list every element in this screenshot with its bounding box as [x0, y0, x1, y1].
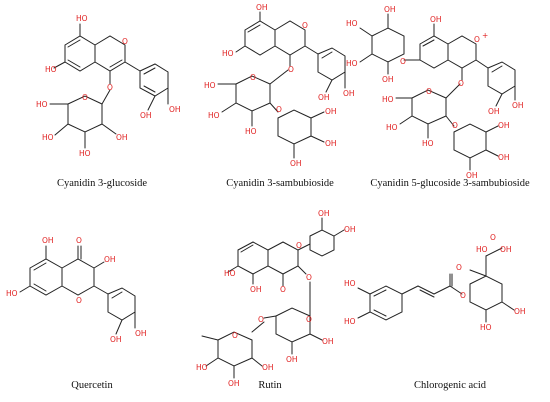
oxygen-label: OH — [498, 153, 510, 162]
oxygen-label: HO — [224, 269, 236, 278]
caption-chlorogenic-acid: Chlorogenic acid — [413, 380, 487, 391]
caption-cyanidin-3-glucoside: Cyanidin 3-glucoside — [56, 178, 148, 189]
oxygen-label: OH — [382, 75, 394, 84]
oxygen-label: O — [82, 93, 88, 102]
oxygen-label: HO — [346, 19, 358, 28]
oxygen-label: OH — [290, 159, 302, 168]
structure-quercetin: OH O OH O HO OH OH — [6, 236, 147, 344]
oxygen-label: HO — [208, 111, 220, 120]
oxygen-label: OH — [384, 5, 396, 14]
oxygen-label: OH — [344, 225, 356, 234]
oxygen-label: OH — [430, 15, 442, 24]
oxygen-label: O — [490, 233, 496, 242]
oxygen-label: HO — [76, 14, 88, 23]
oxygen-label: HO — [79, 149, 91, 158]
oxygen-label: OH — [343, 89, 355, 98]
oxygen-label: O — [107, 83, 113, 92]
oxygen-label: HO — [476, 245, 488, 254]
oxygen-label: HO — [6, 289, 18, 298]
charge-label: + — [482, 31, 488, 40]
oxygen-label: O — [76, 236, 82, 245]
oxygen-label: O — [288, 65, 294, 74]
oxygen-label: OH — [104, 255, 116, 264]
caption-quercetin: Quercetin — [71, 380, 113, 391]
oxygen-label: OH — [262, 363, 274, 372]
oxygen-label: OH — [42, 236, 54, 245]
oxygen-label: OH — [325, 139, 337, 148]
oxygen-label: OH — [498, 121, 510, 130]
oxygen-label: HO — [382, 95, 394, 104]
oxygen-label: O — [258, 315, 264, 324]
oxygen-label: O — [76, 296, 82, 305]
oxygen-label: HO — [344, 317, 356, 326]
oxygen-label: O — [452, 121, 458, 130]
oxygen-label: OH — [318, 209, 330, 218]
oxygen-label: OH — [500, 245, 512, 254]
caption-cyanidin-5-glucoside-3-sambubioside: Cyanidin 5-glucoside 3-sambubioside — [370, 178, 530, 189]
oxygen-label: OH — [110, 335, 122, 344]
oxygen-label: HO — [422, 139, 434, 148]
oxygen-label: HO — [480, 323, 492, 332]
oxygen-label: OH — [466, 171, 478, 180]
structure-cyanidin-3-glucoside: HO HO O O OH OH O HO HO HO OH — [36, 14, 181, 158]
oxygen-label: O — [306, 273, 312, 282]
oxygen-label: O — [306, 315, 312, 324]
caption-rutin: Rutin — [258, 380, 282, 391]
oxygen-label: HO — [222, 49, 234, 58]
oxygen-label: OH — [318, 93, 330, 102]
oxygen-label: O — [296, 241, 302, 250]
oxygen-label: O — [276, 105, 282, 114]
oxygen-label: HO — [45, 65, 57, 74]
oxygen-label: HO — [245, 127, 257, 136]
oxygen-label: O — [458, 79, 464, 88]
oxygen-label: HO — [36, 100, 48, 109]
oxygen-label: HO — [204, 81, 216, 90]
oxygen-label: O — [280, 285, 286, 294]
oxygen-label: OH — [135, 329, 147, 338]
structure-cyanidin-3-sambubioside: OH HO O O OH OH O HO HO HO O OH OH OH — [204, 3, 355, 168]
oxygen-label: OH — [228, 379, 240, 388]
oxygen-label: OH — [250, 285, 262, 294]
oxygen-label: O — [456, 263, 462, 272]
oxygen-label: O — [474, 35, 480, 44]
oxygen-label: O — [302, 21, 308, 30]
oxygen-label: OH — [322, 337, 334, 346]
structure-cyanidin-5-glucoside-3-sambubioside: OH O O O + OH OH OH HO HO OH O HO HO HO … — [346, 5, 524, 180]
oxygen-label: O — [232, 331, 238, 340]
oxygen-label: HO — [386, 123, 398, 132]
oxygen-label: HO — [344, 279, 356, 288]
oxygen-label: OH — [514, 307, 526, 316]
oxygen-label: OH — [169, 105, 181, 114]
oxygen-label: HO — [346, 59, 358, 68]
oxygen-label: OH — [488, 107, 500, 116]
caption-cyanidin-3-sambubioside: Cyanidin 3-sambubioside — [226, 178, 334, 189]
oxygen-label: O — [460, 291, 466, 300]
oxygen-label: OH — [140, 111, 152, 120]
oxygen-label: O — [400, 57, 406, 66]
oxygen-label: OH — [512, 101, 524, 110]
oxygen-label: OH — [256, 3, 268, 12]
oxygen-label: HO — [196, 363, 208, 372]
oxygen-label: HO — [42, 133, 54, 142]
oxygen-label: O — [250, 73, 256, 82]
oxygen-label: O — [426, 87, 432, 96]
structure-rutin: OH OH HO OH O O O O OH OH O O HO OH OH — [196, 209, 356, 388]
structure-chlorogenic-acid: HO OH O O O OH HO HO HO — [344, 233, 526, 332]
oxygen-label: OH — [286, 355, 298, 364]
oxygen-label: OH — [116, 133, 128, 142]
oxygen-label: OH — [325, 107, 337, 116]
oxygen-label: O — [122, 37, 128, 46]
